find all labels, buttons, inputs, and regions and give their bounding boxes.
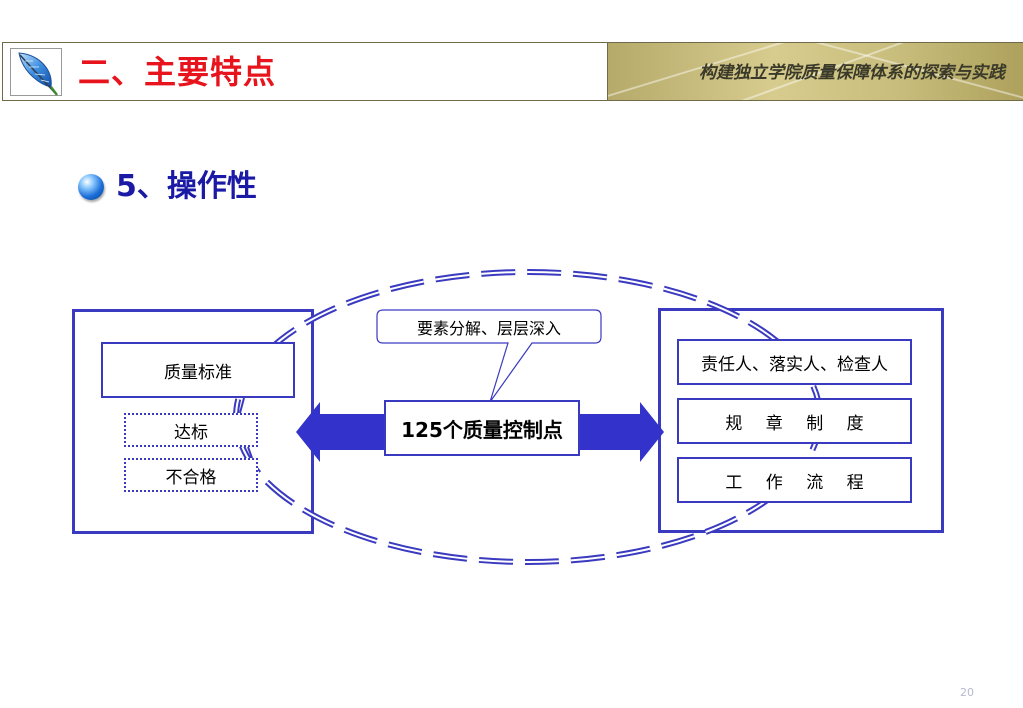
left-arrow — [296, 402, 386, 462]
fail-label: 不合格 — [165, 467, 217, 488]
workflow-label: 工 作 流 程 — [725, 472, 873, 493]
regulations-box: 规 章 制 度 — [677, 398, 912, 444]
page-number: 20 — [960, 686, 974, 699]
control-points-label: 125个质量控制点 — [401, 417, 563, 442]
feather-quill-icon — [10, 48, 62, 96]
right-arrow — [578, 402, 664, 462]
quality-standard-box: 质量标准 — [101, 342, 295, 398]
responsible-persons-box: 责任人、落实人、检查人 — [677, 339, 912, 385]
fail-box: 不合格 — [124, 458, 258, 492]
sub-heading: 5、操作性 — [116, 169, 257, 204]
blue-orb-bullet-icon — [78, 174, 104, 200]
connector-line — [239, 397, 245, 414]
pass-box: 达标 — [124, 413, 258, 447]
responsible-persons-label: 责任人、落实人、检查人 — [701, 354, 888, 375]
control-points-box: 125个质量控制点 — [384, 400, 580, 456]
workflow-box: 工 作 流 程 — [677, 457, 912, 503]
quality-standard-label: 质量标准 — [164, 362, 232, 383]
section-title: 二、主要特点 — [78, 53, 277, 91]
regulations-label: 规 章 制 度 — [725, 413, 873, 434]
callout-bubble — [376, 309, 602, 403]
header-banner — [608, 42, 1023, 101]
pass-label: 达标 — [174, 422, 208, 443]
header-subtitle: 构建独立学院质量保障体系的探索与实践 — [699, 63, 1005, 83]
header-title-bar — [2, 42, 608, 101]
callout-label: 要素分解、层层深入 — [416, 319, 561, 338]
